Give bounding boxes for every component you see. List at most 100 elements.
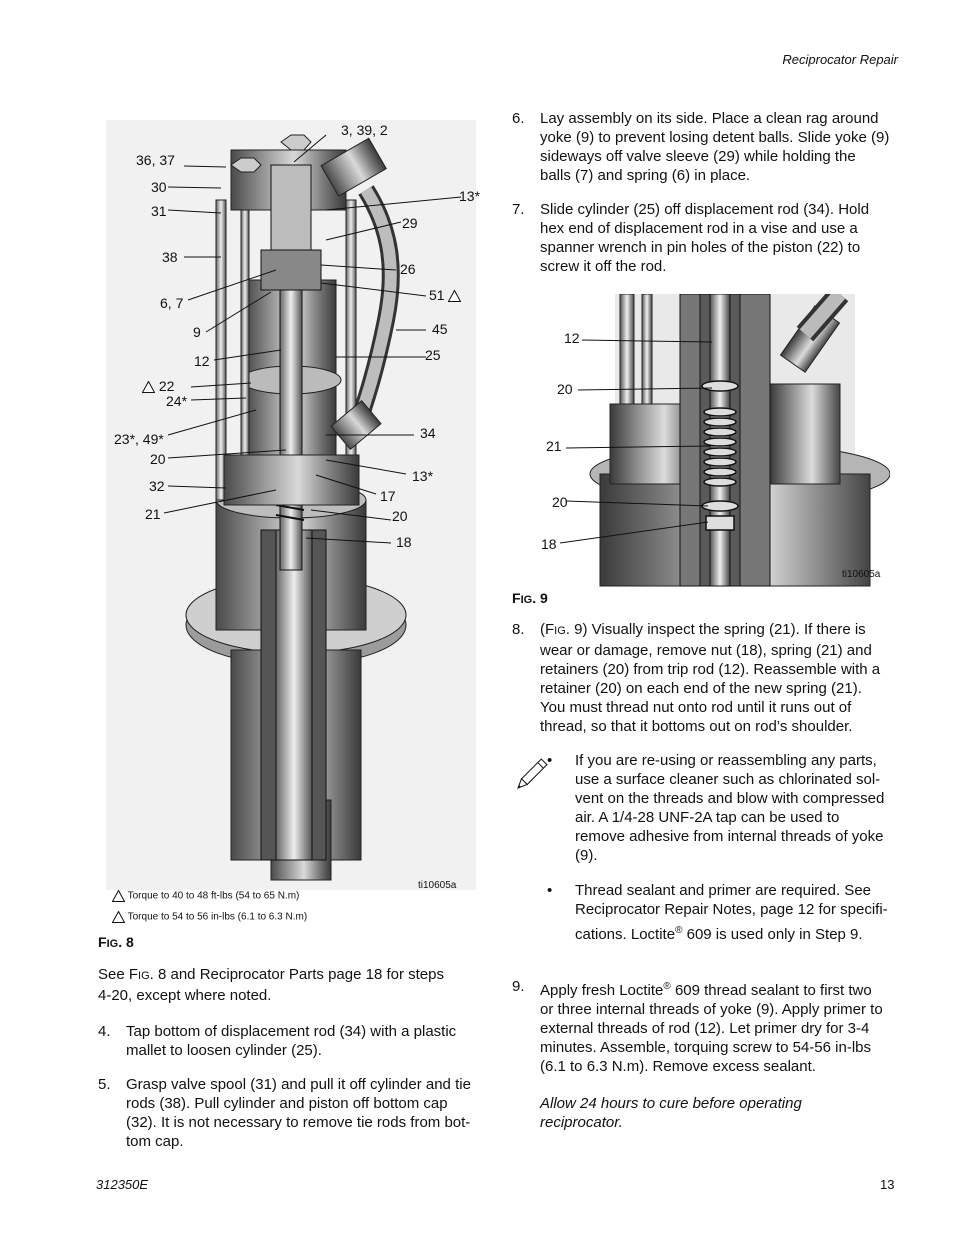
step-7-line: screw it off the rod. xyxy=(540,258,667,275)
torque-note-2-marker-icon xyxy=(448,290,462,303)
callout-23-49: 23*, 49* xyxy=(114,431,164,447)
step-8-line: (FIG. 9) Visually inspect the spring (21… xyxy=(540,620,880,641)
torque-note-1-marker-icon xyxy=(142,381,155,394)
callout-20-upper: 20 xyxy=(150,451,166,467)
caption-8-num: . 8 xyxy=(118,934,134,950)
step-8-line-1sc: IG xyxy=(554,625,566,637)
step-4-line: mallet to loosen cylinder (25). xyxy=(126,1042,322,1059)
callout-21: 21 xyxy=(145,506,161,522)
step-7-line: Slide cylinder (25) off displacement rod… xyxy=(540,201,870,218)
fig9-callout-12: 12 xyxy=(564,330,580,346)
note-2-last-a: cations. Loctite xyxy=(575,926,676,943)
step-5-line: rods (38). Pull cylinder and piston off … xyxy=(126,1095,448,1112)
step-8-line: retainer (20) on each end of the new spr… xyxy=(540,680,862,697)
step-5-line: Grasp valve spool (31) and pull it off c… xyxy=(126,1076,471,1093)
fig9-callout-20-upper: 20 xyxy=(557,381,573,397)
registered-mark: ® xyxy=(663,981,671,992)
caption-9-num: . 9 xyxy=(532,590,548,606)
figure-8: 3, 39, 2 36, 37 30 31 38 6, 7 9 12 22 24… xyxy=(96,110,496,940)
bullet-dot: • xyxy=(547,752,553,769)
running-header: Reciprocator Repair xyxy=(782,52,898,67)
note-1-line: air. A 1/4-28 UNF-2A tap can be used to xyxy=(575,809,840,826)
note-1-line: remove adhesive from internal threads of… xyxy=(575,828,884,845)
fig9-callout-21: 21 xyxy=(546,438,562,454)
note-bullet-1-text: If you are re-using or reassembling any … xyxy=(575,751,884,865)
note-1-triangle-icon xyxy=(112,890,125,902)
step-9-number: 9. xyxy=(512,978,525,995)
note-2-triangle-icon xyxy=(112,911,125,923)
figure-8-drawing xyxy=(106,120,476,890)
callout-31: 31 xyxy=(151,203,167,219)
step-9-line-1a: Apply fresh Loctite xyxy=(540,982,664,999)
step-9-line: external threads of rod (12). Let primer… xyxy=(540,1020,870,1037)
step-4-line: Tap bottom of displacement rod (34) with… xyxy=(126,1023,457,1040)
callout-26: 26 xyxy=(400,261,416,277)
callout-29: 29 xyxy=(402,215,418,231)
callout-13-upper: 13* xyxy=(459,188,481,204)
callout-3-39-2: 3, 39, 2 xyxy=(341,122,388,138)
torque-note-2-text: Torque to 54 to 56 in-lbs (6.1 to 6.3 N.… xyxy=(127,911,308,923)
figure-8-caption: FIG. 8 xyxy=(98,934,134,950)
step-7-text: Slide cylinder (25) off displacement rod… xyxy=(540,200,869,276)
step-9-line: minutes. Assemble, torquing screw to 54-… xyxy=(540,1039,871,1056)
step-5-line: (32). It is not necessary to remove tie … xyxy=(126,1114,471,1131)
step-6-line: yoke (9) to prevent losing detent balls.… xyxy=(540,129,890,146)
callout-51: 51 xyxy=(429,287,462,303)
note-1-line: (9). xyxy=(575,847,598,864)
step-8-line: You must thread nut onto rod until it ru… xyxy=(540,699,852,716)
step-8-text: (FIG. 9) Visually inspect the spring (21… xyxy=(540,620,880,736)
step-7-number: 7. xyxy=(512,201,525,218)
callout-22: 22 xyxy=(142,378,174,394)
document-number: 312350E xyxy=(96,1177,149,1192)
figure-9-image-id: ti10605a xyxy=(842,569,881,580)
step-6-line: Lay assembly on its side. Place a clean … xyxy=(540,110,879,127)
step-6-number: 6. xyxy=(512,110,525,127)
note-1-line: use a surface cleaner such as chlorinate… xyxy=(575,771,881,788)
callout-51-label: 51 xyxy=(429,287,445,303)
note-bullet-2-text: Thread sealant and primer are required. … xyxy=(575,881,888,944)
page-number: 13 xyxy=(880,1177,895,1192)
fig9-callout-18: 18 xyxy=(541,536,557,552)
callout-38: 38 xyxy=(162,249,178,265)
step-4-number: 4. xyxy=(98,1023,111,1040)
caption-9-f: F xyxy=(512,590,521,606)
note-2-last-b: 609 is used only in Step 9. xyxy=(682,926,863,943)
callout-24: 24* xyxy=(166,393,188,409)
step-9-line: or three internal threads of yoke (9). A… xyxy=(540,1001,883,1018)
step-5-text: Grasp valve spool (31) and pull it off c… xyxy=(126,1075,471,1151)
figure-8-image-id: ti10605a xyxy=(418,880,457,891)
step-9-line-1b: 609 thread sealant to first two xyxy=(670,982,872,999)
pencil-icon xyxy=(517,758,548,789)
step-4-text: Tap bottom of displacement rod (34) with… xyxy=(126,1022,456,1060)
caption-9-sc: IG xyxy=(520,594,533,606)
step-5-line: tom cap. xyxy=(126,1133,184,1150)
step-7-line: hex end of displacement rod in a vise an… xyxy=(540,220,858,237)
callout-32: 32 xyxy=(149,478,165,494)
step-6-line: sideways off valve sleeve (29) while hol… xyxy=(540,148,856,165)
intro-paragraph: See FIG. 8 and Reciprocator Parts page 1… xyxy=(98,965,444,1005)
callout-36-37: 36, 37 xyxy=(136,152,175,168)
step-9-line: (6.1 to 6.3 N.m). Remove excess sealant. xyxy=(540,1058,816,1075)
callout-17: 17 xyxy=(380,488,396,504)
torque-note-1: Torque to 40 to 48 ft-lbs (54 to 65 N.m) xyxy=(112,890,299,902)
figure-9: 12 20 21 20 18 ti10605a xyxy=(540,294,890,589)
callout-13-lower: 13* xyxy=(412,468,434,484)
step-9-cure-note: Allow 24 hours to cure before operating xyxy=(540,1095,802,1112)
callout-25: 25 xyxy=(425,347,441,363)
bullet-dot: • xyxy=(547,882,553,899)
step-8-line-1a: (F xyxy=(540,621,555,638)
callout-45: 45 xyxy=(432,321,448,337)
step-8-line: retainers (20) from trip rod (12). Reass… xyxy=(540,661,881,678)
callout-22-label: 22 xyxy=(158,378,175,394)
figure-9-caption: FIG. 9 xyxy=(512,590,548,606)
fig9-callout-20-lower: 20 xyxy=(552,494,568,510)
note-1-line: If you are re-using or reassembling any … xyxy=(575,752,877,769)
registered-mark: ® xyxy=(675,925,683,936)
note-1-line: vent on the threads and blow with compre… xyxy=(575,790,885,807)
step-9-text: Apply fresh Loctite® 609 thread sealant … xyxy=(540,977,883,1132)
step-8-line: wear or damage, remove nut (18), spring … xyxy=(540,642,872,659)
step-7-line: spanner wrench in pin holes of the pisto… xyxy=(540,239,861,256)
callout-18: 18 xyxy=(396,534,412,550)
step-9-line: Apply fresh Loctite® 609 thread sealant … xyxy=(540,977,883,1000)
callout-30: 30 xyxy=(151,179,167,195)
